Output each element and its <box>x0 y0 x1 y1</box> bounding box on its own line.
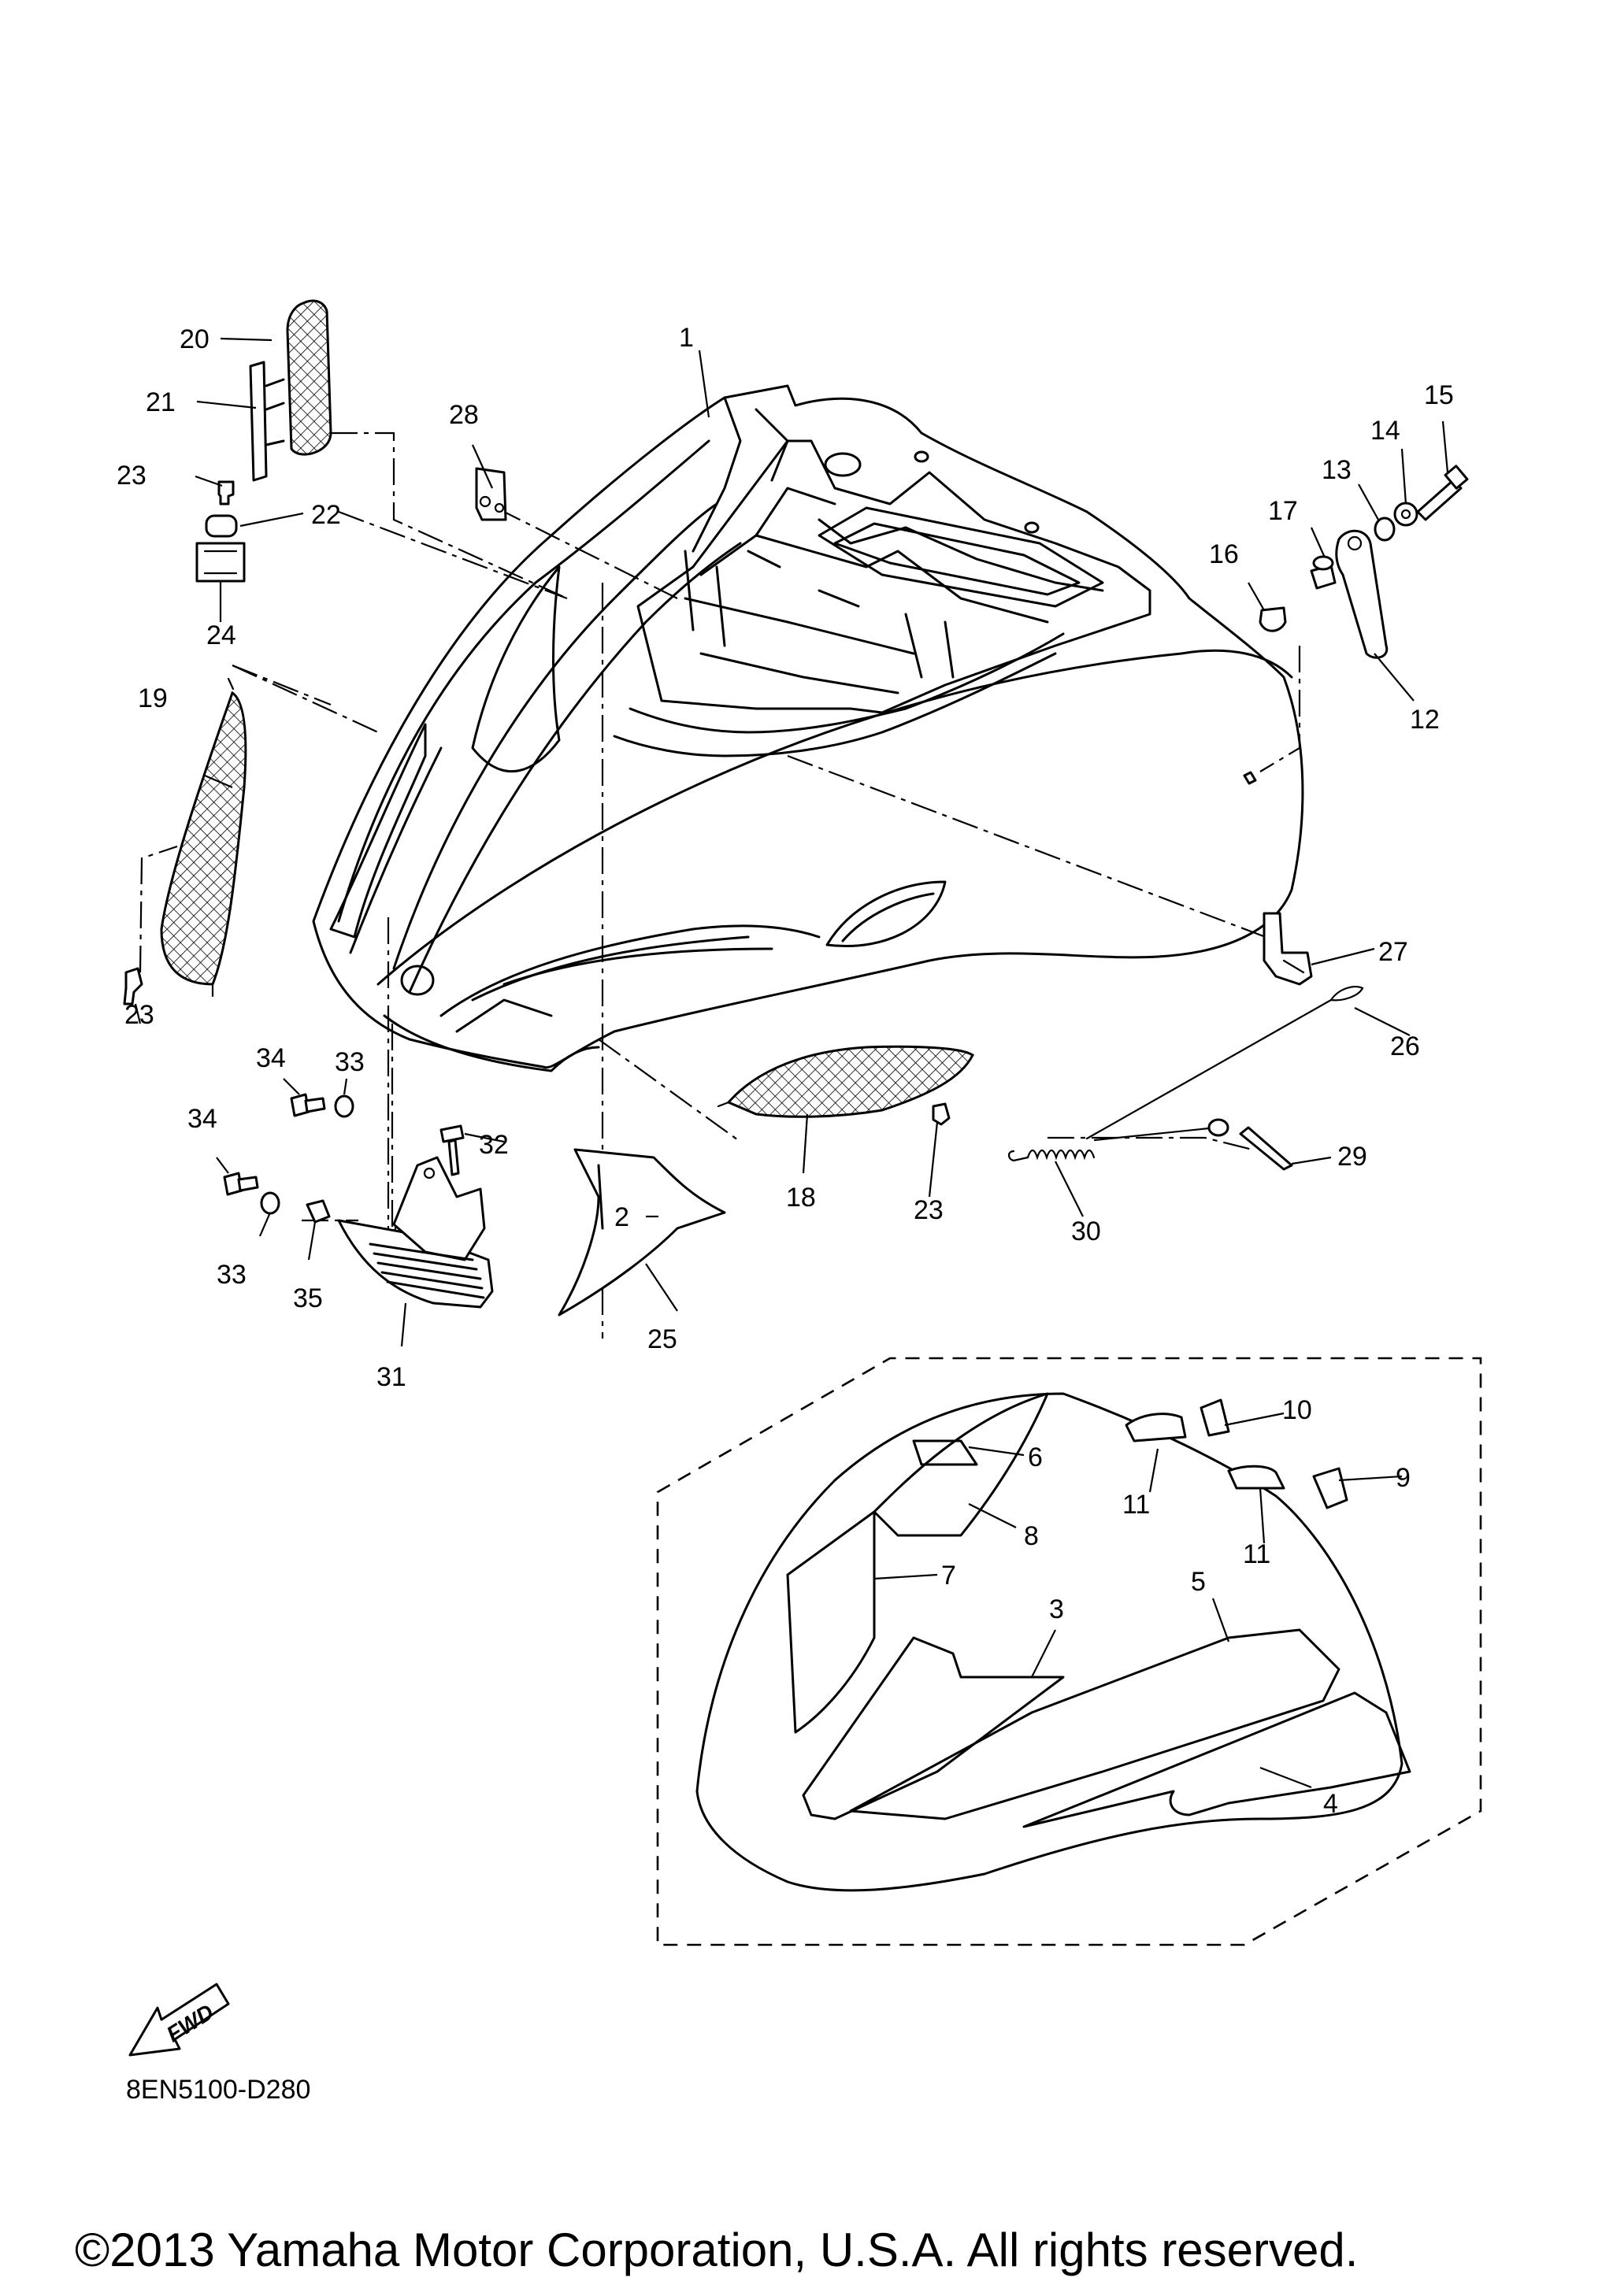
callout-34a: 34 <box>256 1043 286 1073</box>
callout-31: 31 <box>376 1362 406 1392</box>
clip-23-upper <box>217 480 235 505</box>
callout-30: 30 <box>1071 1217 1101 1246</box>
callout-10: 10 <box>1282 1395 1312 1425</box>
nut-35 <box>306 1199 331 1224</box>
washer-14 <box>1393 502 1418 527</box>
copyright-notice: ©2013 Yamaha Motor Corporation, U.S.A. A… <box>75 2224 1358 2276</box>
callout-15: 15 <box>1424 380 1454 410</box>
bolt-34-upper <box>290 1093 326 1117</box>
decal-set-2 <box>656 1357 1482 1946</box>
callout-23b: 23 <box>124 1000 154 1030</box>
bolt-15 <box>1416 465 1469 521</box>
callout-4: 4 <box>1323 1789 1338 1819</box>
callout-34b: 34 <box>187 1104 217 1134</box>
callout-8: 8 <box>1024 1521 1039 1551</box>
upper-mesh-20 <box>286 299 332 456</box>
clip-23-front <box>932 1102 951 1126</box>
callout-18: 18 <box>786 1183 816 1213</box>
plate-24 <box>195 542 246 583</box>
bracket-21 <box>249 361 285 482</box>
callout-5: 5 <box>1191 1567 1206 1597</box>
callout-28: 28 <box>449 400 479 430</box>
callout-11a: 11 <box>1122 1490 1150 1520</box>
callout-9: 9 <box>1396 1463 1411 1493</box>
deflector-25 <box>558 1148 726 1316</box>
fwd-arrow-icon: FWD <box>128 1983 230 2057</box>
leader-lines <box>134 337 1449 1789</box>
bolt-34-lower <box>223 1172 259 1196</box>
callout-23c: 23 <box>914 1195 944 1225</box>
nut-16 <box>1259 606 1287 632</box>
callout-14: 14 <box>1370 416 1400 446</box>
callout-labels: 1 2 3 4 5 6 7 8 9 10 11 11 12 13 14 15 1… <box>117 323 1454 1819</box>
clip-23-left <box>123 845 178 1005</box>
callout-1: 1 <box>679 323 694 353</box>
washer-33-upper <box>334 1094 354 1118</box>
callout-26: 26 <box>1390 1031 1420 1061</box>
bracket-27 <box>1263 912 1313 986</box>
callout-20: 20 <box>180 324 210 354</box>
spring-30 <box>1007 1126 1218 1162</box>
callout-3: 3 <box>1049 1594 1064 1624</box>
callout-17: 17 <box>1268 496 1298 526</box>
washer-33-lower <box>260 1191 280 1215</box>
callout-29: 29 <box>1337 1142 1367 1172</box>
drawing-code: 8EN5100-D280 <box>126 2075 310 2105</box>
bracket-28 <box>475 467 507 521</box>
rubber-22 <box>205 514 238 538</box>
callout-6: 6 <box>1028 1442 1043 1472</box>
pin-29 <box>1207 1118 1293 1171</box>
engine-hood-cover <box>312 384 1304 1072</box>
grommet-17 <box>1310 555 1337 590</box>
callout-11b: 11 <box>1243 1539 1270 1569</box>
callout-19: 19 <box>138 683 168 713</box>
callout-32: 32 <box>479 1130 509 1160</box>
bolt-32 <box>439 1124 465 1176</box>
callout-13: 13 <box>1322 455 1352 485</box>
callout-35: 35 <box>293 1283 323 1313</box>
callout-22: 22 <box>311 500 341 530</box>
callout-24: 24 <box>206 620 236 650</box>
left-side-mesh-19 <box>160 677 247 998</box>
heat-exchanger-31 <box>337 1156 494 1309</box>
callout-25: 25 <box>647 1324 677 1354</box>
callout-21: 21 <box>146 387 176 417</box>
callout-16: 16 <box>1209 539 1239 569</box>
callout-33b: 33 <box>217 1260 247 1290</box>
callout-27: 27 <box>1378 937 1408 967</box>
arm-12 <box>1335 529 1389 659</box>
callout-23a: 23 <box>117 461 146 491</box>
callout-12: 12 <box>1410 705 1440 735</box>
front-mesh-18 <box>717 1045 974 1118</box>
callout-2: 2 <box>614 1202 629 1232</box>
cable-26 <box>1085 986 1364 1140</box>
callout-33a: 33 <box>335 1047 365 1077</box>
callout-7: 7 <box>941 1561 956 1591</box>
collar-13 <box>1374 517 1396 542</box>
